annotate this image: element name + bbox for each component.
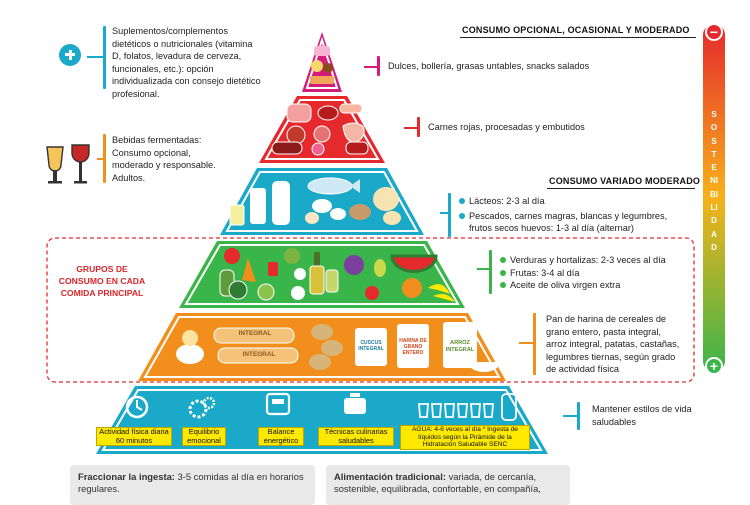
- wine-beer-glasses-icon: [44, 143, 94, 187]
- emotion-label: Equilibrio emocional: [182, 427, 226, 446]
- groups-label: GRUPOS DE CONSUMO EN CADA COMIDA PRINCIP…: [58, 264, 146, 298]
- list-item: Pescados, carnes magras, blancas y legum…: [459, 210, 681, 235]
- meat-icons: [271, 103, 369, 156]
- proteins-list: Lácteos: 2-3 al día Pescados, carnes mag…: [459, 195, 681, 235]
- bread-label: INTEGRAL: [238, 330, 272, 337]
- tip-box-right: Alimentación tradicional: variada, de ce…: [326, 465, 570, 505]
- balance-label: Balance energético: [258, 427, 304, 446]
- protein-icons: [229, 177, 401, 226]
- sustainability-label: SOSTENIBILIDAD: [710, 110, 718, 252]
- groups-dashed-box: [46, 237, 695, 383]
- tip-box-left: Fraccionar la ingesta: 3-5 comidas al dí…: [70, 465, 315, 505]
- meats-text: Carnes rojas, procesadas y embutidos: [428, 122, 585, 132]
- base-icons: [125, 392, 517, 421]
- header-varied: CONSUMO VARIADO MODERADO: [549, 176, 701, 186]
- cereal-icons: [176, 322, 500, 372]
- produce-icons: [219, 248, 455, 302]
- list-item: Lácteos: 2-3 al día: [459, 195, 681, 208]
- jar-label: HARINA DE GRANO ENTERO: [399, 338, 427, 356]
- sustainability-plus-icon: +: [709, 358, 719, 374]
- bread-label: INTEGRAL: [242, 351, 276, 358]
- sustainability-minus-icon: −: [709, 24, 719, 40]
- list-item: Frutas: 3-4 al día: [500, 267, 680, 280]
- list-item: Verduras y hortalizas: 2-3 veces al día: [500, 254, 680, 267]
- water-label: AGUA: 4-6 veces al día * Ingesta de líqu…: [400, 425, 530, 450]
- beverages-text: Bebidas fermentadas: Consumo opcional, m…: [112, 135, 216, 183]
- supplements-text: Suplementos/complementos dietéticos o nu…: [112, 26, 261, 99]
- jar-label: ARROZ INTEGRAL: [445, 340, 475, 353]
- sustainability-bar: [703, 24, 725, 372]
- cereals-text: Pan de harina de cereales de grano enter…: [546, 314, 680, 374]
- sweets-icons: [310, 46, 334, 84]
- base-text: Mantener estilos de vida saludables: [592, 404, 692, 427]
- activity-label: Actividad física diaria 60 minutos: [96, 427, 172, 446]
- list-item: Aceite de oliva virgen extra: [500, 279, 680, 292]
- produce-list: Verduras y hortalizas: 2-3 veces al día …: [500, 254, 680, 292]
- jar-label: CUSCUS INTEGRAL: [358, 340, 384, 352]
- header-optional: CONSUMO OPCIONAL, OCASIONAL Y MODERADO: [462, 25, 690, 35]
- sweets-text: Dulces, bollería, grasas untables, snack…: [388, 61, 590, 71]
- cooking-label: Técnicas culinarias saludables: [318, 427, 394, 446]
